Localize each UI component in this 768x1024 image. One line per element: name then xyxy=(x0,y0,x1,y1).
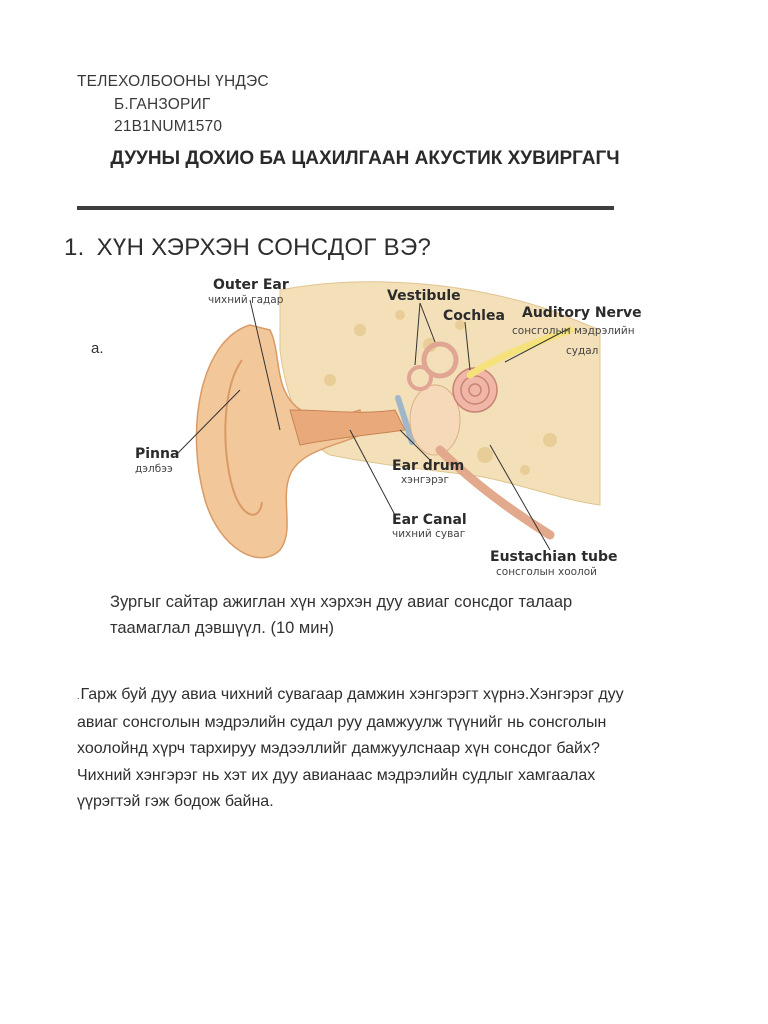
label-auditory-nerve-mn-line1: сонсголын мэдрэлийн xyxy=(512,325,635,337)
answer-paragraph: .Гарж буй дуу авиа чихний сувагаар дамжи… xyxy=(77,682,637,816)
leader-ear-canal xyxy=(349,429,396,516)
label-auditory-nerve-mn-line2: судал xyxy=(566,345,598,357)
item-marker: a. xyxy=(91,340,104,357)
leader-vestibule-1 xyxy=(419,302,436,343)
label-cochlea: Cochlea xyxy=(443,308,505,324)
bone-texture xyxy=(354,324,366,336)
label-ear-canal: Ear Canal xyxy=(392,512,467,528)
leader-outer-ear xyxy=(249,299,281,431)
label-outer-ear-mn: чихний гадар xyxy=(208,294,284,306)
label-outer-ear: Outer Ear xyxy=(213,277,289,293)
section-number: 1. xyxy=(64,234,85,261)
label-eustachian-tube-mn: сонсголын хоолой xyxy=(496,566,597,578)
page-title: ДУУНЫ ДОХИО БА ЦАХИЛГААН АКУСТИК ХУВИРГА… xyxy=(110,148,620,169)
answer-text: Гарж буй дуу авиа чихний сувагаар дамжин… xyxy=(77,686,624,810)
section-heading-text: ХҮН ХЭРХЭН СОНСДОГ ВЭ? xyxy=(96,234,432,261)
label-eustachian-tube: Eustachian tube xyxy=(490,549,618,565)
label-pinna: Pinna xyxy=(135,446,179,462)
title-divider xyxy=(77,206,614,210)
label-pinna-mn: дэлбээ xyxy=(135,463,173,475)
label-ear-drum-mn: хэнгэрэг xyxy=(401,474,449,486)
author-line: Б.ГАНЗОРИГ xyxy=(114,96,211,113)
ear-drum-shape xyxy=(395,395,415,445)
answer-bullet: . xyxy=(77,691,80,701)
leader-auditory-nerve xyxy=(504,327,571,363)
student-code: 21B1NUM1570 xyxy=(114,118,223,135)
vestibule-shape xyxy=(421,341,459,379)
middle-ear-cavity xyxy=(409,384,461,456)
pinna-inner xyxy=(224,359,263,516)
ear-canal-shape xyxy=(289,409,406,446)
label-auditory-nerve-mn: сонсголын мэдрэлийн судал xyxy=(512,325,638,357)
leader-cochlea xyxy=(464,321,471,371)
subject-line: ТЕЛЕХОЛБООНЫ ҮНДЭС xyxy=(77,73,269,90)
label-ear-canal-mn: чихний суваг xyxy=(392,528,465,540)
label-vestibule: Vestibule xyxy=(387,288,461,304)
leader-eustachian-tube xyxy=(489,444,551,551)
label-ear-drum: Ear drum xyxy=(392,458,464,474)
leader-ear-drum xyxy=(399,429,431,461)
section-heading: 1. ХҮН ХЭРХЭН СОНСДОГ ВЭ? xyxy=(64,234,431,262)
label-auditory-nerve: Auditory Nerve xyxy=(522,305,642,321)
ear-anatomy-diagram: Outer Ear чихний гадар Vestibule Cochlea… xyxy=(135,277,642,578)
task-instruction: Зургыг сайтар ажиглан хүн хэрхэн дуу ави… xyxy=(110,593,573,637)
leader-pinna xyxy=(177,389,241,454)
